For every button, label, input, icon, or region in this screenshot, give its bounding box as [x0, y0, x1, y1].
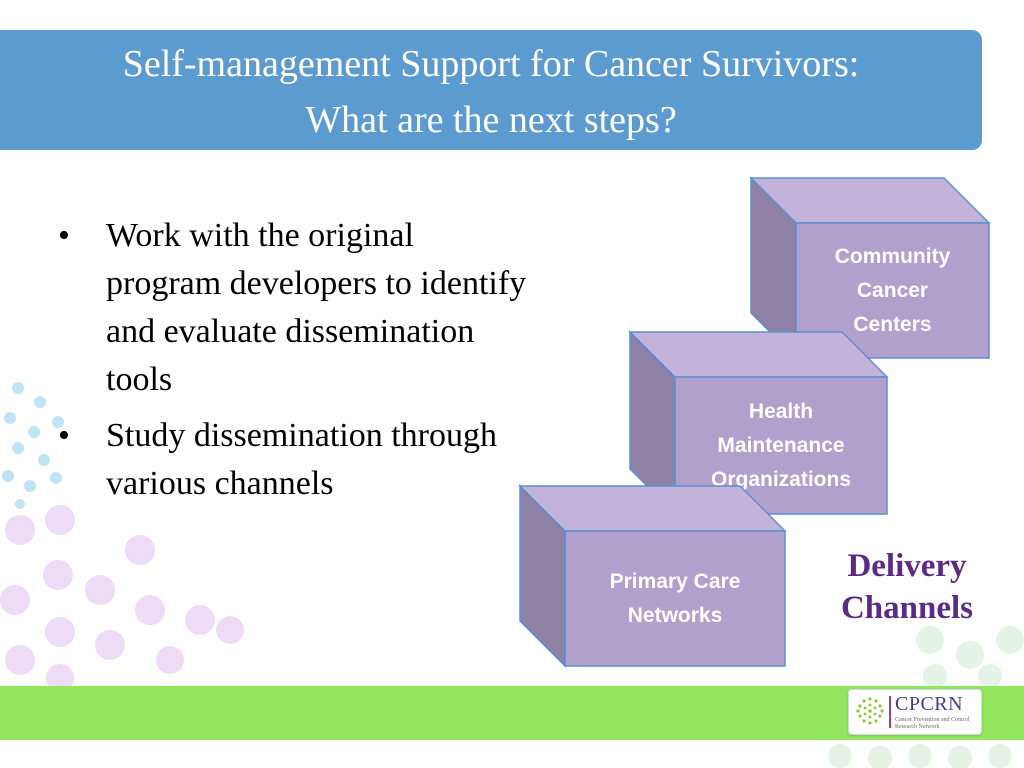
slide-title-line-2: What are the next steps? — [305, 99, 677, 141]
box-label: Primary Care Networks — [565, 531, 785, 666]
bullet-item: • Work with the original program develop… — [58, 212, 528, 404]
logo-divider — [889, 696, 891, 728]
box-label-line: Primary Care — [609, 569, 741, 593]
bullet-text: Study dissemination through various chan… — [106, 417, 497, 502]
box-community-cancer-centers: Community Cancer Centers — [749, 176, 991, 360]
logo-name: CPCRN — [895, 693, 964, 715]
cpcrn-logo: CPCRN Cancer Prevention and Control Rese… — [848, 689, 982, 735]
box-label-line: Health — [748, 399, 814, 423]
bullet-marker: • — [58, 217, 70, 254]
box-label-line: Networks — [627, 603, 723, 627]
box-label-line: Maintenance — [717, 433, 845, 457]
delivery-channels-label: Delivery Channels — [812, 545, 1002, 629]
bullet-text: Work with the original program developer… — [106, 217, 527, 398]
bullet-item: • Study dissemination through various ch… — [58, 412, 528, 508]
box-label-line: Community — [834, 244, 951, 268]
box-label: Health Maintenance Organizations — [675, 377, 887, 514]
box-shape — [518, 484, 787, 668]
title-bar: Self-management Support for Cancer Survi… — [0, 30, 982, 150]
bullet-list: • Work with the original program develop… — [58, 212, 528, 516]
network-icon — [856, 697, 884, 725]
box-primary-care-networks: Primary Care Networks — [518, 484, 790, 668]
box-label-line: Organizations — [710, 467, 852, 491]
box-label: Community Cancer Centers — [796, 223, 989, 358]
bullet-marker: • — [58, 417, 70, 454]
delivery-label-line: Delivery — [847, 548, 967, 584]
delivery-label-line: Channels — [840, 590, 974, 626]
logo-subtitle: Cancer Prevention and Control Research N… — [895, 717, 970, 730]
box-shape — [749, 176, 991, 360]
box-label-line: Cancer — [856, 278, 929, 302]
slide-title-line-1: Self-management Support for Cancer Survi… — [122, 43, 860, 85]
box-label-line: Centers — [853, 312, 932, 336]
